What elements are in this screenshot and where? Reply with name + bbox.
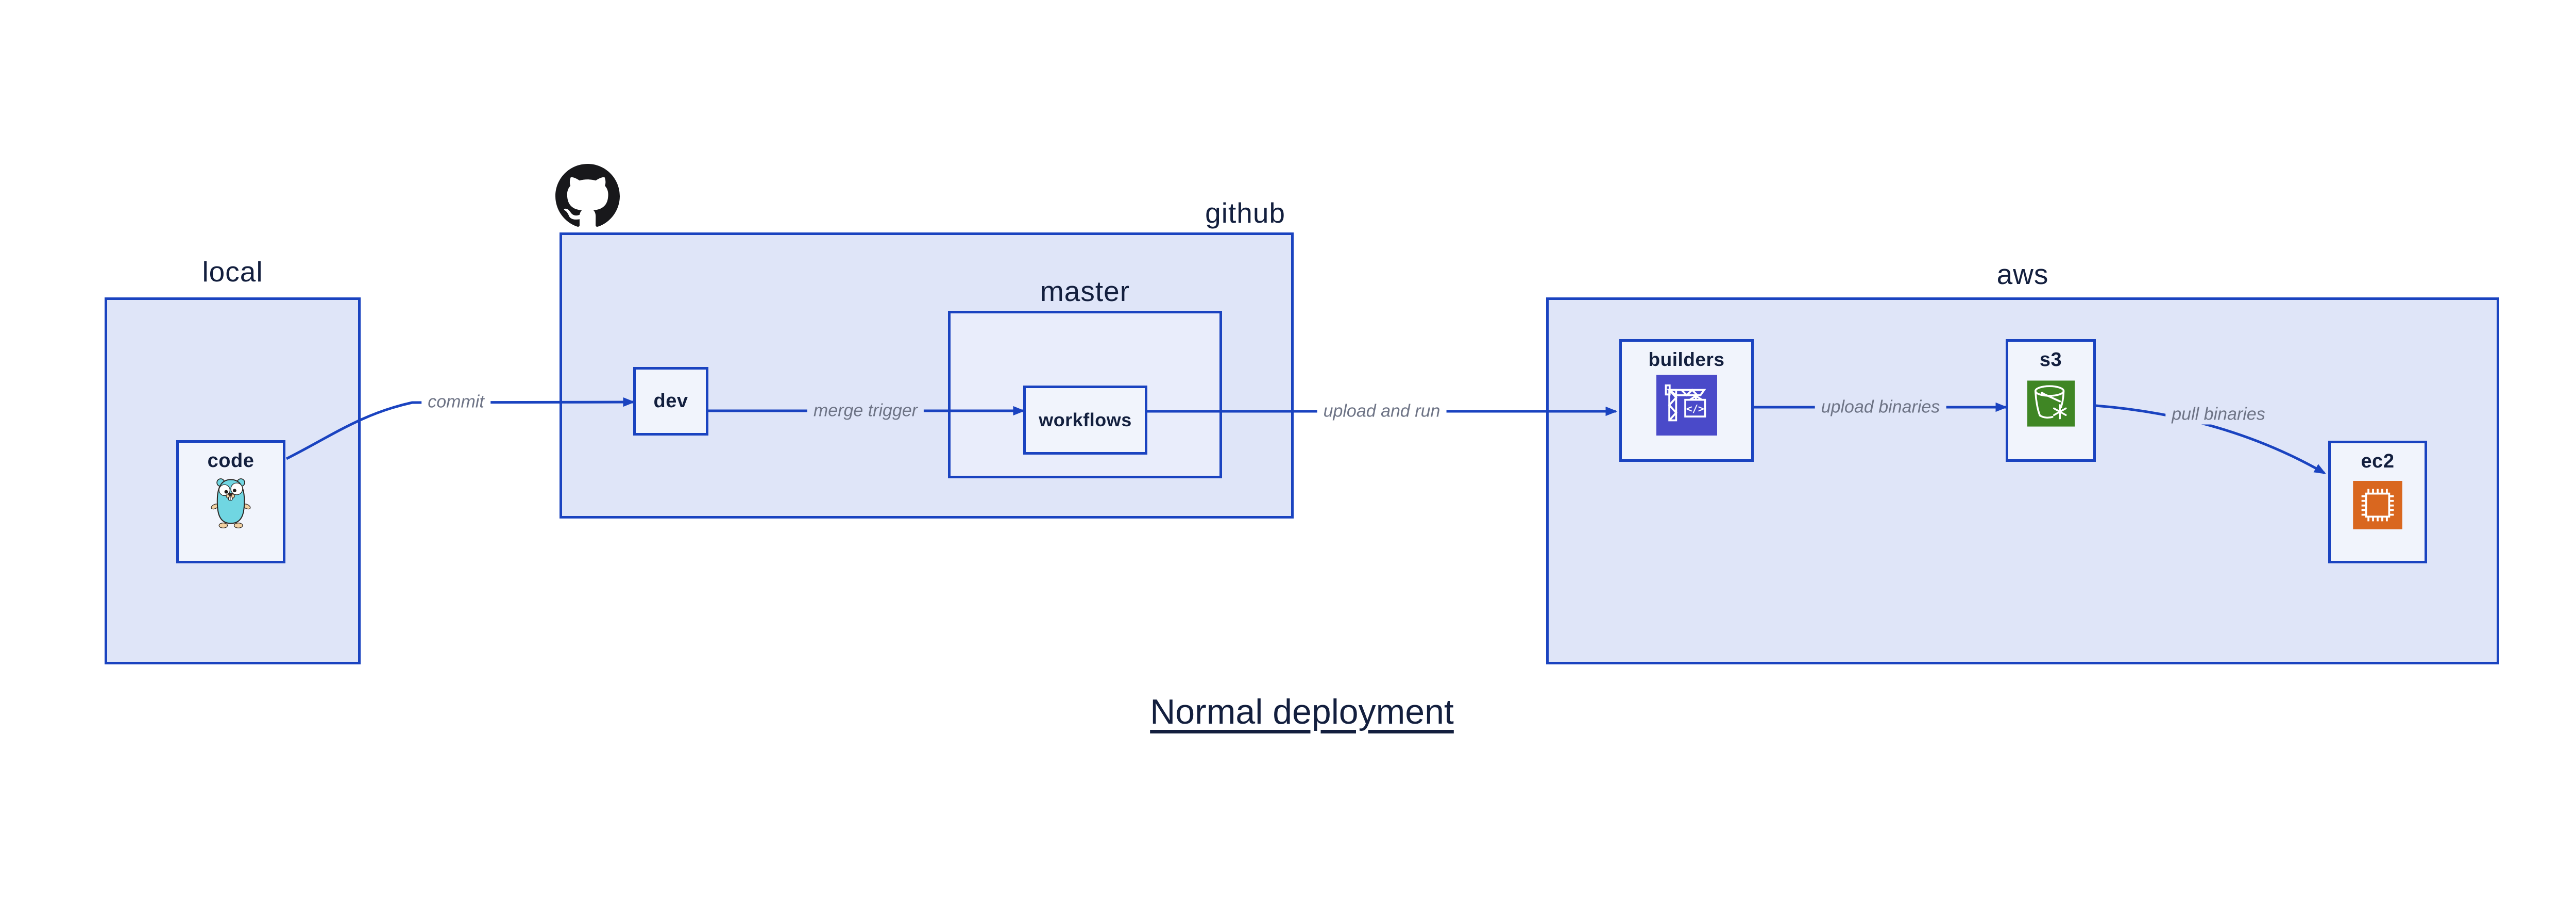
edge-label-pull-binaries: pull binaries — [2165, 404, 2272, 425]
edge-label-upload-and-run: upload and run — [1317, 401, 1447, 422]
node-builders: builders </> — [1619, 339, 1754, 462]
diagram-title: Normal deployment — [1150, 692, 1454, 731]
master-container-label: master — [1040, 275, 1130, 307]
node-dev: dev — [633, 367, 708, 436]
github-octocat-icon — [555, 164, 620, 228]
node-code-label: code — [207, 450, 255, 472]
go-gopher-icon — [210, 476, 252, 529]
node-workflows: workflows — [1023, 386, 1147, 455]
node-s3-label: s3 — [2039, 349, 2062, 371]
node-builders-label: builders — [1648, 349, 1725, 370]
node-ec2-label: ec2 — [2361, 450, 2395, 472]
edge-label-upload-binaries: upload binaries — [1815, 397, 1946, 417]
edge-label-commit: commit — [421, 392, 490, 412]
node-code: code — [176, 440, 285, 563]
ec2-chip-icon — [2353, 481, 2402, 529]
codebuild-crane-icon: </> — [1656, 375, 1717, 436]
node-workflows-label: workflows — [1039, 409, 1132, 430]
github-container-label: github — [1205, 197, 1285, 229]
edge-label-merge-trigger: merge trigger — [807, 400, 924, 421]
local-container-label: local — [202, 256, 263, 288]
s3-glacier-bucket-icon — [2027, 380, 2075, 427]
node-dev-label: dev — [653, 390, 688, 412]
aws-container-label: aws — [1996, 258, 2049, 290]
node-ec2: ec2 — [2328, 441, 2427, 563]
svg-text:</>: </> — [1686, 403, 1704, 414]
node-s3: s3 — [2006, 339, 2096, 462]
